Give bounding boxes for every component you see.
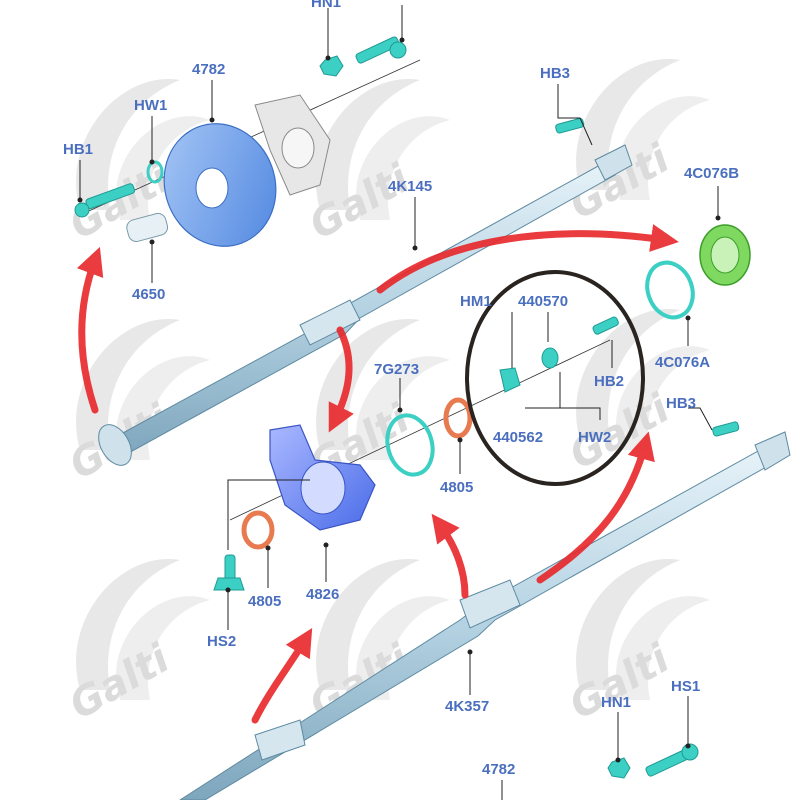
highlight-circle bbox=[465, 270, 645, 486]
front-driveshaft-end-flange bbox=[594, 144, 633, 181]
bolt-hb2 bbox=[592, 316, 619, 335]
washer-440562 bbox=[541, 347, 559, 369]
front-driveshaft bbox=[98, 144, 633, 466]
bolt-hs1-bottom bbox=[645, 743, 699, 777]
label-440562: 440562 bbox=[493, 429, 543, 446]
front-driveshaft-center-joint bbox=[299, 299, 361, 346]
label-hm1: HM1 bbox=[460, 293, 492, 310]
rear-driveshaft-center-joint bbox=[459, 579, 521, 629]
label-hn1-bottom: HN1 bbox=[601, 694, 631, 711]
front-driveshaft-flange bbox=[98, 424, 132, 466]
bolt-hb3-top bbox=[555, 117, 585, 134]
seal-4c076a bbox=[645, 260, 695, 320]
label-4650: 4650 bbox=[132, 286, 165, 303]
rear-driveshaft-joint bbox=[254, 719, 306, 761]
label-4805-right: 4805 bbox=[440, 479, 473, 496]
watermark-logo: Galti bbox=[562, 59, 710, 229]
label-4c076a: 4C076A bbox=[655, 354, 710, 371]
label-hb3-top: HB3 bbox=[540, 65, 570, 82]
flex-coupling-4782 bbox=[163, 123, 277, 247]
label-hs2: HS2 bbox=[207, 633, 236, 650]
label-hn1-top: HN1 bbox=[311, 0, 341, 11]
nut-hn1-bottom bbox=[607, 757, 631, 779]
bolt-hb1 bbox=[74, 183, 136, 218]
arrow-down-center bbox=[328, 326, 354, 433]
arrow-up-left bbox=[76, 246, 104, 414]
rear-driveshaft bbox=[179, 431, 791, 800]
label-hb2: HB2 bbox=[594, 373, 624, 390]
part-labels: HN1 4782 HW1 HB1 4650 HB3 4K145 4C076B H… bbox=[63, 0, 739, 778]
label-4k357: 4K357 bbox=[445, 698, 489, 715]
ring-4c076b bbox=[699, 224, 751, 286]
label-hs1: HS1 bbox=[671, 678, 700, 695]
assembly-arrows bbox=[76, 224, 679, 724]
label-4782-top: 4782 bbox=[192, 61, 225, 78]
rear-driveshaft-end-flange bbox=[754, 431, 791, 471]
label-hb3-right: HB3 bbox=[666, 395, 696, 412]
clip-hm1 bbox=[499, 367, 521, 393]
arrow-up-mid bbox=[431, 513, 469, 599]
center-bearing-4826 bbox=[269, 424, 376, 531]
label-440570: 440570 bbox=[518, 293, 568, 310]
label-4826: 4826 bbox=[306, 586, 339, 603]
bolt-hs1-top bbox=[355, 36, 407, 64]
seal-4805-left bbox=[241, 510, 275, 550]
label-hw2: HW2 bbox=[578, 429, 611, 446]
arrow-up-right bbox=[536, 431, 655, 584]
label-hb1: HB1 bbox=[63, 141, 93, 158]
bolt-hs2 bbox=[213, 554, 245, 591]
leader-lines bbox=[77, 5, 721, 800]
washer-hw1 bbox=[146, 160, 164, 184]
arrow-up-bottom bbox=[251, 627, 313, 724]
nut-hn1-top bbox=[319, 55, 344, 77]
ring-7g273 bbox=[385, 413, 435, 477]
arrow-right-top bbox=[376, 224, 679, 294]
bolt-hb3-right bbox=[712, 421, 740, 437]
label-7g273: 7G273 bbox=[374, 361, 419, 378]
watermark-logo: Galti bbox=[62, 559, 210, 729]
label-4k145: 4K145 bbox=[388, 178, 432, 195]
seal-4805-right bbox=[443, 397, 473, 439]
bushing-4650 bbox=[126, 212, 169, 242]
label-4c076b: 4C076B bbox=[684, 165, 739, 182]
label-hw1: HW1 bbox=[134, 97, 167, 114]
yoke-flange bbox=[254, 94, 331, 196]
label-4805-left: 4805 bbox=[248, 593, 281, 610]
label-4782-bottom: 4782 bbox=[482, 761, 515, 778]
